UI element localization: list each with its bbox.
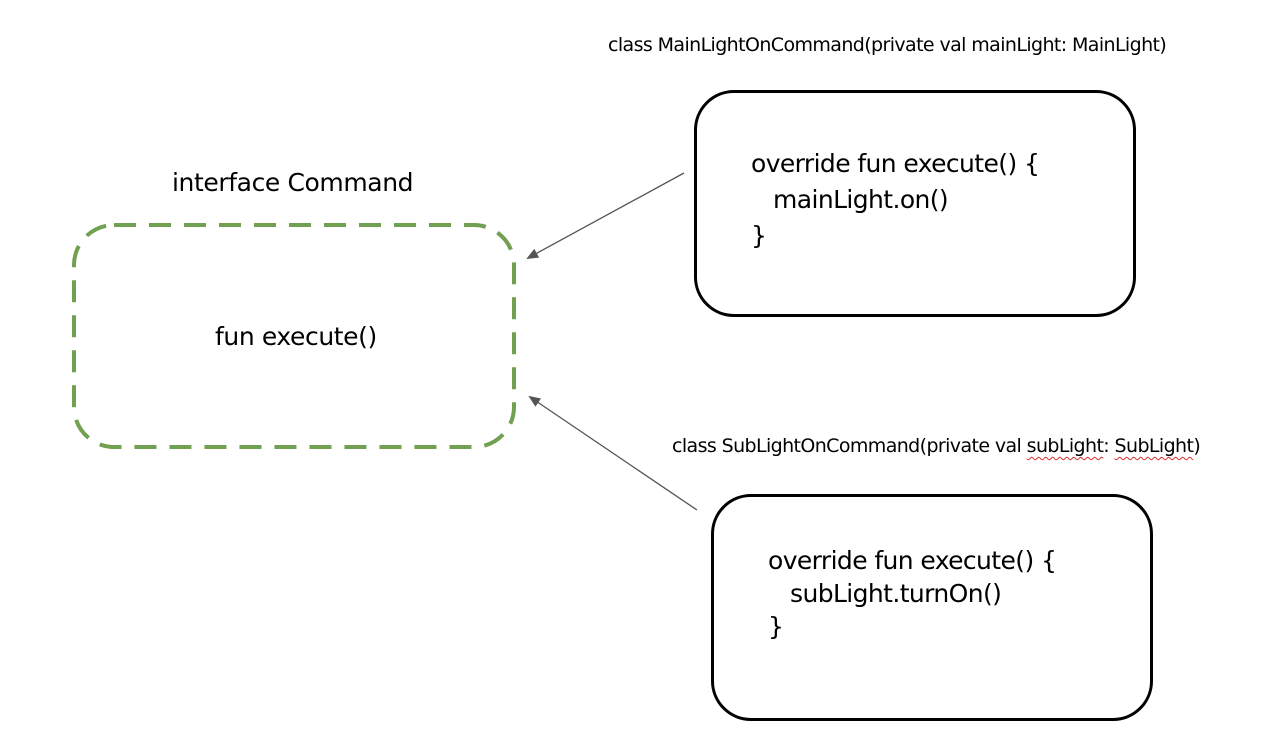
sub-light-signature-suffix: ) <box>1193 435 1201 457</box>
sub-light-signature-separator: : <box>1103 435 1115 457</box>
interface-title: interface Command <box>172 168 414 197</box>
main-light-implements-arrow <box>526 172 685 259</box>
sub-light-code-line: override fun execute() { <box>768 546 1057 575</box>
sub-light-class-signature: class SubLightOnCommand(private val subL… <box>672 435 1201 457</box>
sub-light-signature-prefix: class SubLightOnCommand(private val <box>672 435 1027 457</box>
main-light-class-signature: class MainLightOnCommand(private val mai… <box>608 34 1167 56</box>
sub-light-param-type: SubLight <box>1114 435 1194 457</box>
main-light-code-line: override fun execute() { <box>751 149 1040 178</box>
sub-light-class-box <box>711 494 1153 721</box>
main-light-code-line: mainLight.on() <box>751 185 949 214</box>
sub-light-param-name: subLight <box>1026 435 1104 457</box>
sub-light-code-line: } <box>768 612 784 641</box>
main-light-class-box <box>694 90 1136 317</box>
interface-box <box>72 223 516 449</box>
sub-light-code-block: override fun execute() { subLight.turnOn… <box>768 546 1057 641</box>
sub-light-implements-arrow <box>528 395 698 511</box>
sub-light-code-line: subLight.turnOn() <box>768 579 1002 608</box>
interface-method: fun execute() <box>215 322 377 351</box>
main-light-code-line: } <box>751 221 767 250</box>
main-light-code-block: override fun execute() { mainLight.on() … <box>751 149 1040 250</box>
